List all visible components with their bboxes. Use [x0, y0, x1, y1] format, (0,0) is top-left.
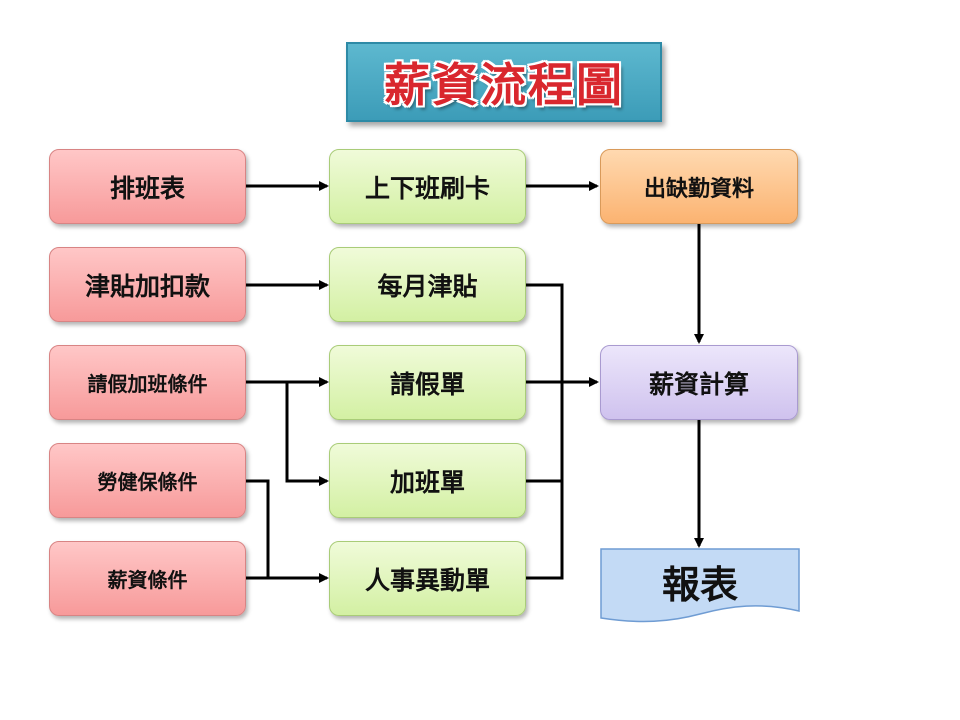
node-personnel-change-form: 人事異動單	[329, 541, 526, 616]
line-monthly-collector	[526, 283, 564, 580]
node-monthly-allowance-label: 每月津貼	[377, 271, 478, 301]
node-clock-in-label: 上下班刷卡	[364, 173, 490, 203]
node-monthly-allowance: 每月津貼	[329, 247, 526, 322]
node-insurance-terms-label: 勞健保條件	[97, 470, 198, 494]
node-salary-terms-label: 薪資條件	[107, 568, 188, 592]
node-allowance-deduction: 津貼加扣款	[49, 247, 246, 322]
title-banner: 薪資流程圖	[346, 42, 662, 122]
node-report-label: 報表	[661, 562, 738, 607]
node-leave-form-label: 請假單	[389, 369, 465, 399]
page-title: 薪資流程圖	[384, 58, 624, 112]
line-insurance-join	[246, 479, 270, 578]
node-leave-ot-terms: 請假加班條件	[49, 345, 246, 420]
node-schedule-label: 排班表	[109, 173, 185, 203]
report-document-shape	[600, 548, 800, 623]
node-personnel-change-form-label: 人事異動單	[364, 565, 490, 595]
node-overtime-form: 加班單	[329, 443, 526, 518]
node-salary-calc: 薪資計算	[600, 345, 798, 420]
node-insurance-terms: 勞健保條件	[49, 443, 246, 518]
node-clock-in: 上下班刷卡	[329, 149, 526, 224]
node-attendance-data-label: 出缺勤資料	[643, 176, 754, 202]
arrow-terms-to-overtime	[285, 382, 329, 486]
node-leave-form: 請假單	[329, 345, 526, 420]
node-leave-ot-terms-label: 請假加班條件	[87, 372, 208, 396]
node-overtime-form-label: 加班單	[389, 467, 465, 497]
node-schedule: 排班表	[49, 149, 246, 224]
node-report: 報表	[600, 550, 800, 612]
node-salary-terms: 薪資條件	[49, 541, 246, 616]
node-attendance-data: 出缺勤資料	[600, 149, 798, 224]
node-salary-calc-label: 薪資計算	[648, 369, 749, 399]
node-allowance-deduction-label: 津貼加扣款	[84, 271, 210, 301]
